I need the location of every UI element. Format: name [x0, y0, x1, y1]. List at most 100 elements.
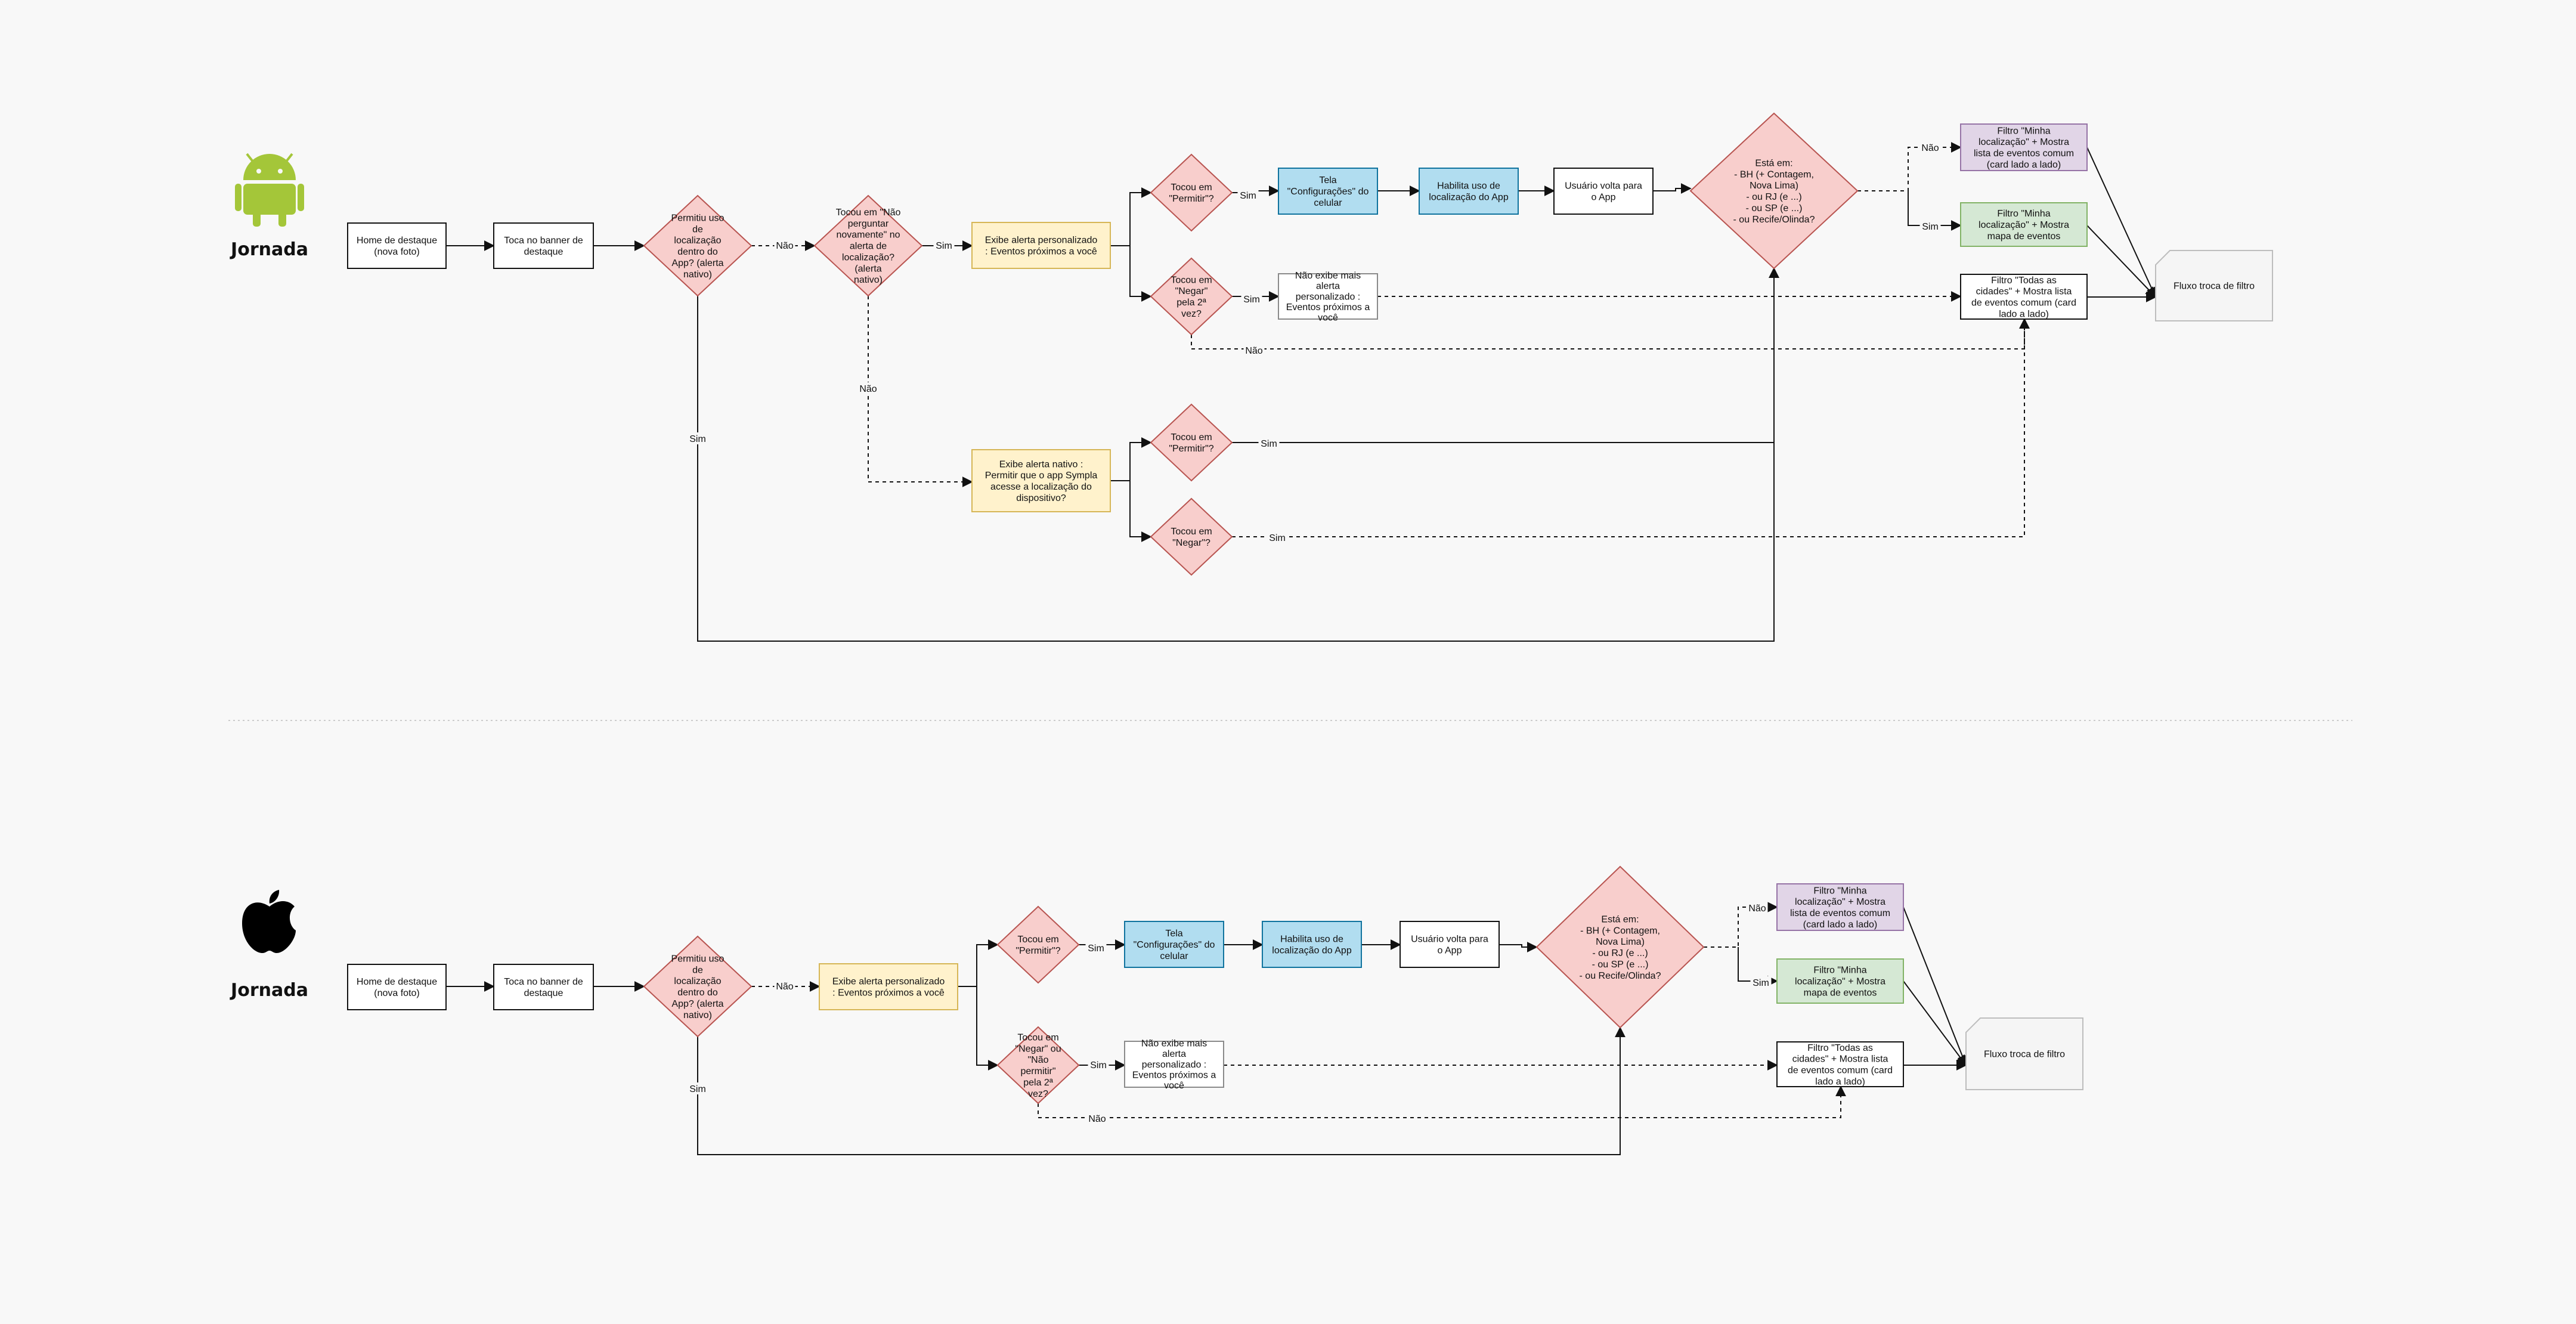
i-d1-shape — [643, 935, 753, 1038]
a-alert-shape — [971, 222, 1111, 269]
edge-label-sim: Sim — [689, 434, 706, 444]
android-title: Jornada — [230, 239, 308, 260]
edge-label-nao-bg — [1086, 1112, 1108, 1124]
a-fluxo-shape — [2155, 250, 2273, 321]
a-volta-shape — [1553, 168, 1654, 215]
edge-label-nao: Não — [1088, 1114, 1106, 1124]
edge-volta-to-esta — [1653, 183, 1692, 194]
a-n1-shape — [1150, 497, 1233, 576]
edge-alert-to-p1 — [1110, 187, 1152, 246]
edge-label-sim-bg — [933, 239, 955, 251]
a-esta-decision: Está em:- BH (+ Contagem,Nova Lima)- ou … — [1689, 112, 1859, 270]
edge-d2-nao-to-native — [868, 296, 973, 487]
i-esta-shape — [1535, 865, 1705, 1029]
a-habilita-shape — [1419, 168, 1519, 215]
i-alert-node: Exibe alerta personalizado: Eventos próx… — [819, 963, 958, 1010]
i-alert-shape — [819, 963, 958, 1010]
a-native-label: Exibe alerta nativo :Permitir que o app … — [985, 459, 1098, 503]
edge-ios-fmm-to-fluxo — [1903, 980, 1967, 1066]
i-p-shape — [996, 905, 1080, 984]
i-fml-shape — [1776, 883, 1904, 931]
a-native-shape — [971, 449, 1111, 512]
a-config-shape — [1278, 168, 1378, 215]
edge-label-sim: Sim — [936, 241, 952, 251]
i-p-label: Tocou em"Permitir"? — [1015, 935, 1060, 956]
a-naoexibe-shape — [1278, 273, 1378, 320]
a-alert-node: Exibe alerta personalizado: Eventos próx… — [971, 222, 1111, 269]
edge-label-nao: Não — [776, 982, 793, 992]
edge-label-sim-bg — [687, 1082, 708, 1094]
a-d1-shape — [643, 194, 753, 297]
a-fmm-shape — [1960, 202, 2088, 247]
a-fluxo-node: Fluxo troca de filtro — [2155, 250, 2273, 321]
edge-ios-n-nao-to-ft — [1038, 1085, 1846, 1118]
apple-icon — [242, 890, 296, 953]
ios-title: Jornada — [230, 980, 308, 1001]
edge-label-sim-bg — [1750, 976, 1772, 988]
edge-fml-to-fluxo — [2086, 147, 2157, 298]
i-alert-label: Exibe alerta personalizado: Eventos próx… — [832, 977, 945, 998]
edge-label-nao: Não — [859, 384, 877, 394]
edge-label-sim: Sim — [1240, 191, 1256, 201]
edge-ios-alert-to-p — [958, 939, 999, 987]
a-fml-shape — [1960, 123, 2088, 171]
a-fluxo-label: Fluxo troca de filtro — [2174, 281, 2255, 292]
edge-alert-to-n2 — [1129, 246, 1152, 302]
edge-label-nao: Não — [776, 241, 793, 251]
edge-fmm-to-fluxo — [2086, 225, 2157, 298]
edge-d1-sim-to-esta — [697, 267, 1779, 642]
edge-n1-sim-to-ft — [1232, 318, 2030, 537]
a-banner-shape — [493, 222, 594, 269]
edge-label-sim-bg — [1085, 942, 1107, 954]
i-fluxo-node: Fluxo troca de filtro — [1965, 1017, 2083, 1090]
i-home-node: Home de destaque(nova foto) — [347, 964, 447, 1010]
edges-layer — [446, 142, 2157, 1155]
android-icon — [235, 153, 304, 227]
i-fluxo-label: Fluxo troca de filtro — [1984, 1050, 2065, 1060]
a-ft-shape — [1960, 274, 2088, 320]
a-p1-label: Tocou em"Permitir"? — [1169, 182, 1213, 204]
edge-ios-fml-to-fluxo — [1903, 907, 1968, 1066]
i-home-label: Home de destaque(nova foto) — [357, 977, 437, 998]
a-p1-shape — [1150, 153, 1233, 232]
i-volta-shape — [1400, 921, 1500, 968]
a-p2-decision: Tocou em"Permitir"? — [1150, 403, 1233, 482]
edge-label-nao: Não — [1245, 346, 1262, 356]
edge-native-to-n1 — [1129, 481, 1152, 542]
edge-esta-sim-to-fmm — [1908, 191, 1962, 231]
edge-ios-d1-sim-to-esta — [697, 1026, 1626, 1155]
a-alert-label: Exibe alerta personalizado: Eventos próx… — [985, 236, 1098, 257]
edge-label-sim: Sim — [1269, 533, 1286, 543]
edge-label-sim-bg — [1919, 220, 1941, 232]
edge-label-sim-bg — [687, 432, 708, 444]
edge-label-sim-bg — [1258, 437, 1280, 449]
edge-native-to-p2 — [1110, 437, 1152, 481]
a-esta-label: Está em:- BH (+ Contagem,Nova Lima)- ou … — [1733, 158, 1815, 224]
edge-label-nao: Não — [1748, 904, 1766, 914]
i-habilita-shape — [1262, 921, 1362, 968]
a-p2-shape — [1150, 403, 1233, 482]
edge-label-sim: Sim — [1753, 978, 1769, 988]
